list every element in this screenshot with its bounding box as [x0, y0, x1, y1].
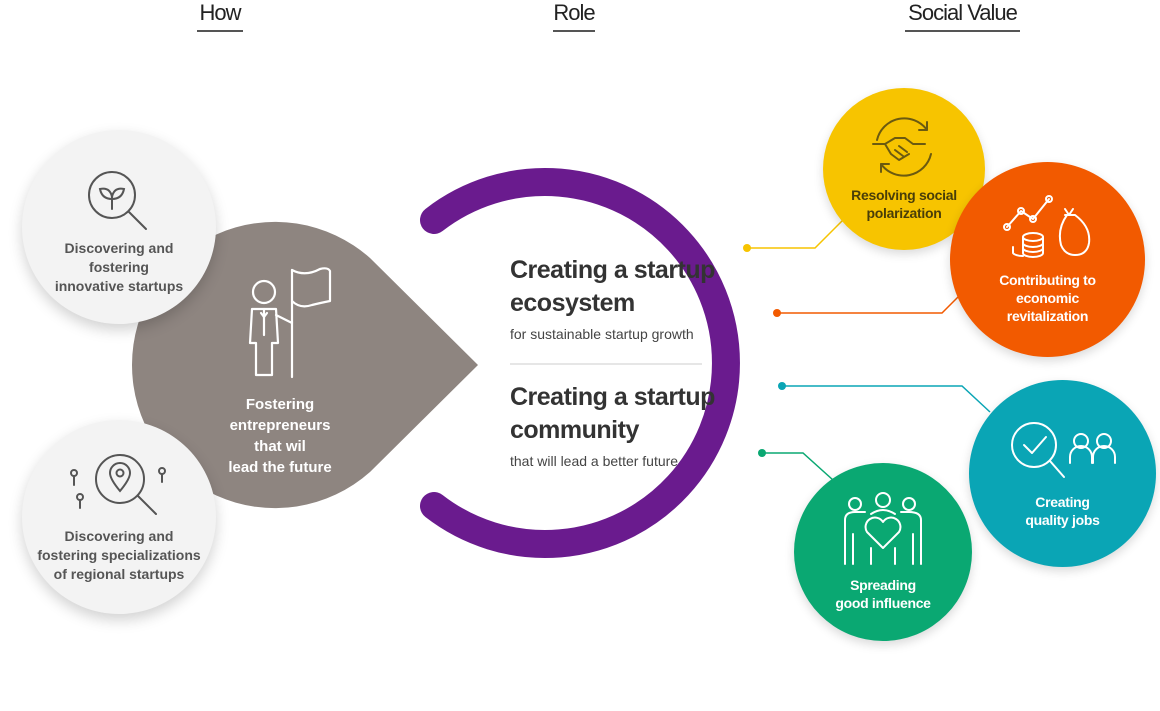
role-item-community: Creating a startup community that will l… [510, 381, 750, 469]
value-label-line: Creating [1035, 493, 1090, 510]
value-good-influence: Spreading good influence [794, 463, 972, 641]
how-center-label-line: that wil [254, 438, 306, 455]
role-subtitle: that will lead a better future [510, 453, 679, 469]
header-social-value-underline [905, 30, 1020, 32]
people-heart-icon [844, 492, 922, 565]
connector-yellow-dot [743, 244, 751, 252]
connector-teal-dot [778, 382, 786, 390]
role-ring [420, 168, 740, 558]
value-quality-jobs: Creating quality jobs [969, 380, 1156, 567]
how-item-label-line: fostering specializations [37, 546, 201, 563]
header-role: Role [553, 0, 596, 32]
how-center-label-line: Fostering [245, 396, 315, 413]
header-how: How [197, 0, 243, 32]
header-social-value-label: Social Value [908, 0, 1018, 25]
how-center-label-line: entrepreneurs [229, 417, 331, 434]
value-label-line: economic [1016, 289, 1079, 306]
how-item-label-line: Discovering and [64, 527, 174, 544]
connector-orange [777, 292, 963, 314]
how-item-innovative-startups: Discovering and fostering innovative sta… [22, 130, 216, 324]
role-title-line: Creating a startup [510, 383, 715, 411]
header-role-underline [553, 30, 595, 32]
growth-coins-icon [1002, 194, 1090, 258]
connector-green [762, 452, 834, 481]
role-title-line: ecosystem [510, 289, 635, 317]
how-item-label-line: fostering [89, 258, 149, 275]
connector-yellow [747, 217, 846, 249]
connector-green-dot [758, 449, 766, 457]
magnifier-sprout-icon [88, 170, 147, 230]
role-item-ecosystem: Creating a startup ecosystem for sustain… [510, 254, 750, 342]
header-how-label: How [199, 0, 241, 25]
value-economic-revitalization: Contributing to economic revitalization [950, 162, 1145, 357]
person-with-flag-icon [248, 267, 332, 379]
how-item-label-line: innovative startups [54, 277, 184, 294]
role-title-line: Creating a startup [510, 256, 715, 284]
how-center-label-line: lead the future [228, 459, 332, 476]
header-role-label: Role [553, 0, 595, 25]
how-item-label-line: of regional startups [53, 565, 185, 582]
how-teardrop-shape [131, 221, 478, 509]
connector-orange-dot [773, 309, 781, 317]
header-social-value: Social Value [905, 0, 1020, 32]
how-item-label-line: Discovering and [64, 239, 174, 256]
role-subtitle: for sustainable startup growth [510, 326, 694, 342]
value-label-line: quality jobs [1025, 511, 1100, 528]
magnifier-check-people-icon [1010, 421, 1116, 478]
value-label-line: Spreading [850, 577, 916, 593]
value-label-line: revitalization [1006, 307, 1089, 324]
how-center: Fostering entrepreneurs that wil lead th… [215, 265, 345, 478]
value-label-line: good influence [835, 595, 931, 611]
value-label-line: polarization [866, 205, 942, 221]
value-label-line: Contributing to [999, 271, 1096, 288]
connector-teal [782, 385, 991, 413]
role-title-line: community [510, 416, 639, 444]
magnifier-location-pin-icon [70, 453, 166, 515]
how-item-regional-startups: Discovering and fostering specialization… [22, 420, 216, 614]
value-label-line: Resolving social [851, 187, 957, 203]
header-how-underline [197, 30, 243, 32]
handshake-icon [872, 117, 932, 177]
